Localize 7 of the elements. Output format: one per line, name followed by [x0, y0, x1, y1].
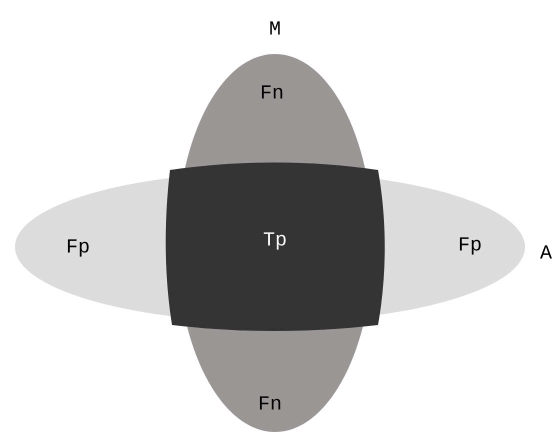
region-label: Fn [262, 85, 282, 99]
region-label: Tp [264, 232, 286, 250]
set-label: A [540, 245, 552, 259]
set-label: M [270, 21, 280, 35]
region-label: Fp [68, 239, 89, 257]
region-label: Fn [260, 396, 280, 410]
region-label: Fp [460, 237, 481, 255]
